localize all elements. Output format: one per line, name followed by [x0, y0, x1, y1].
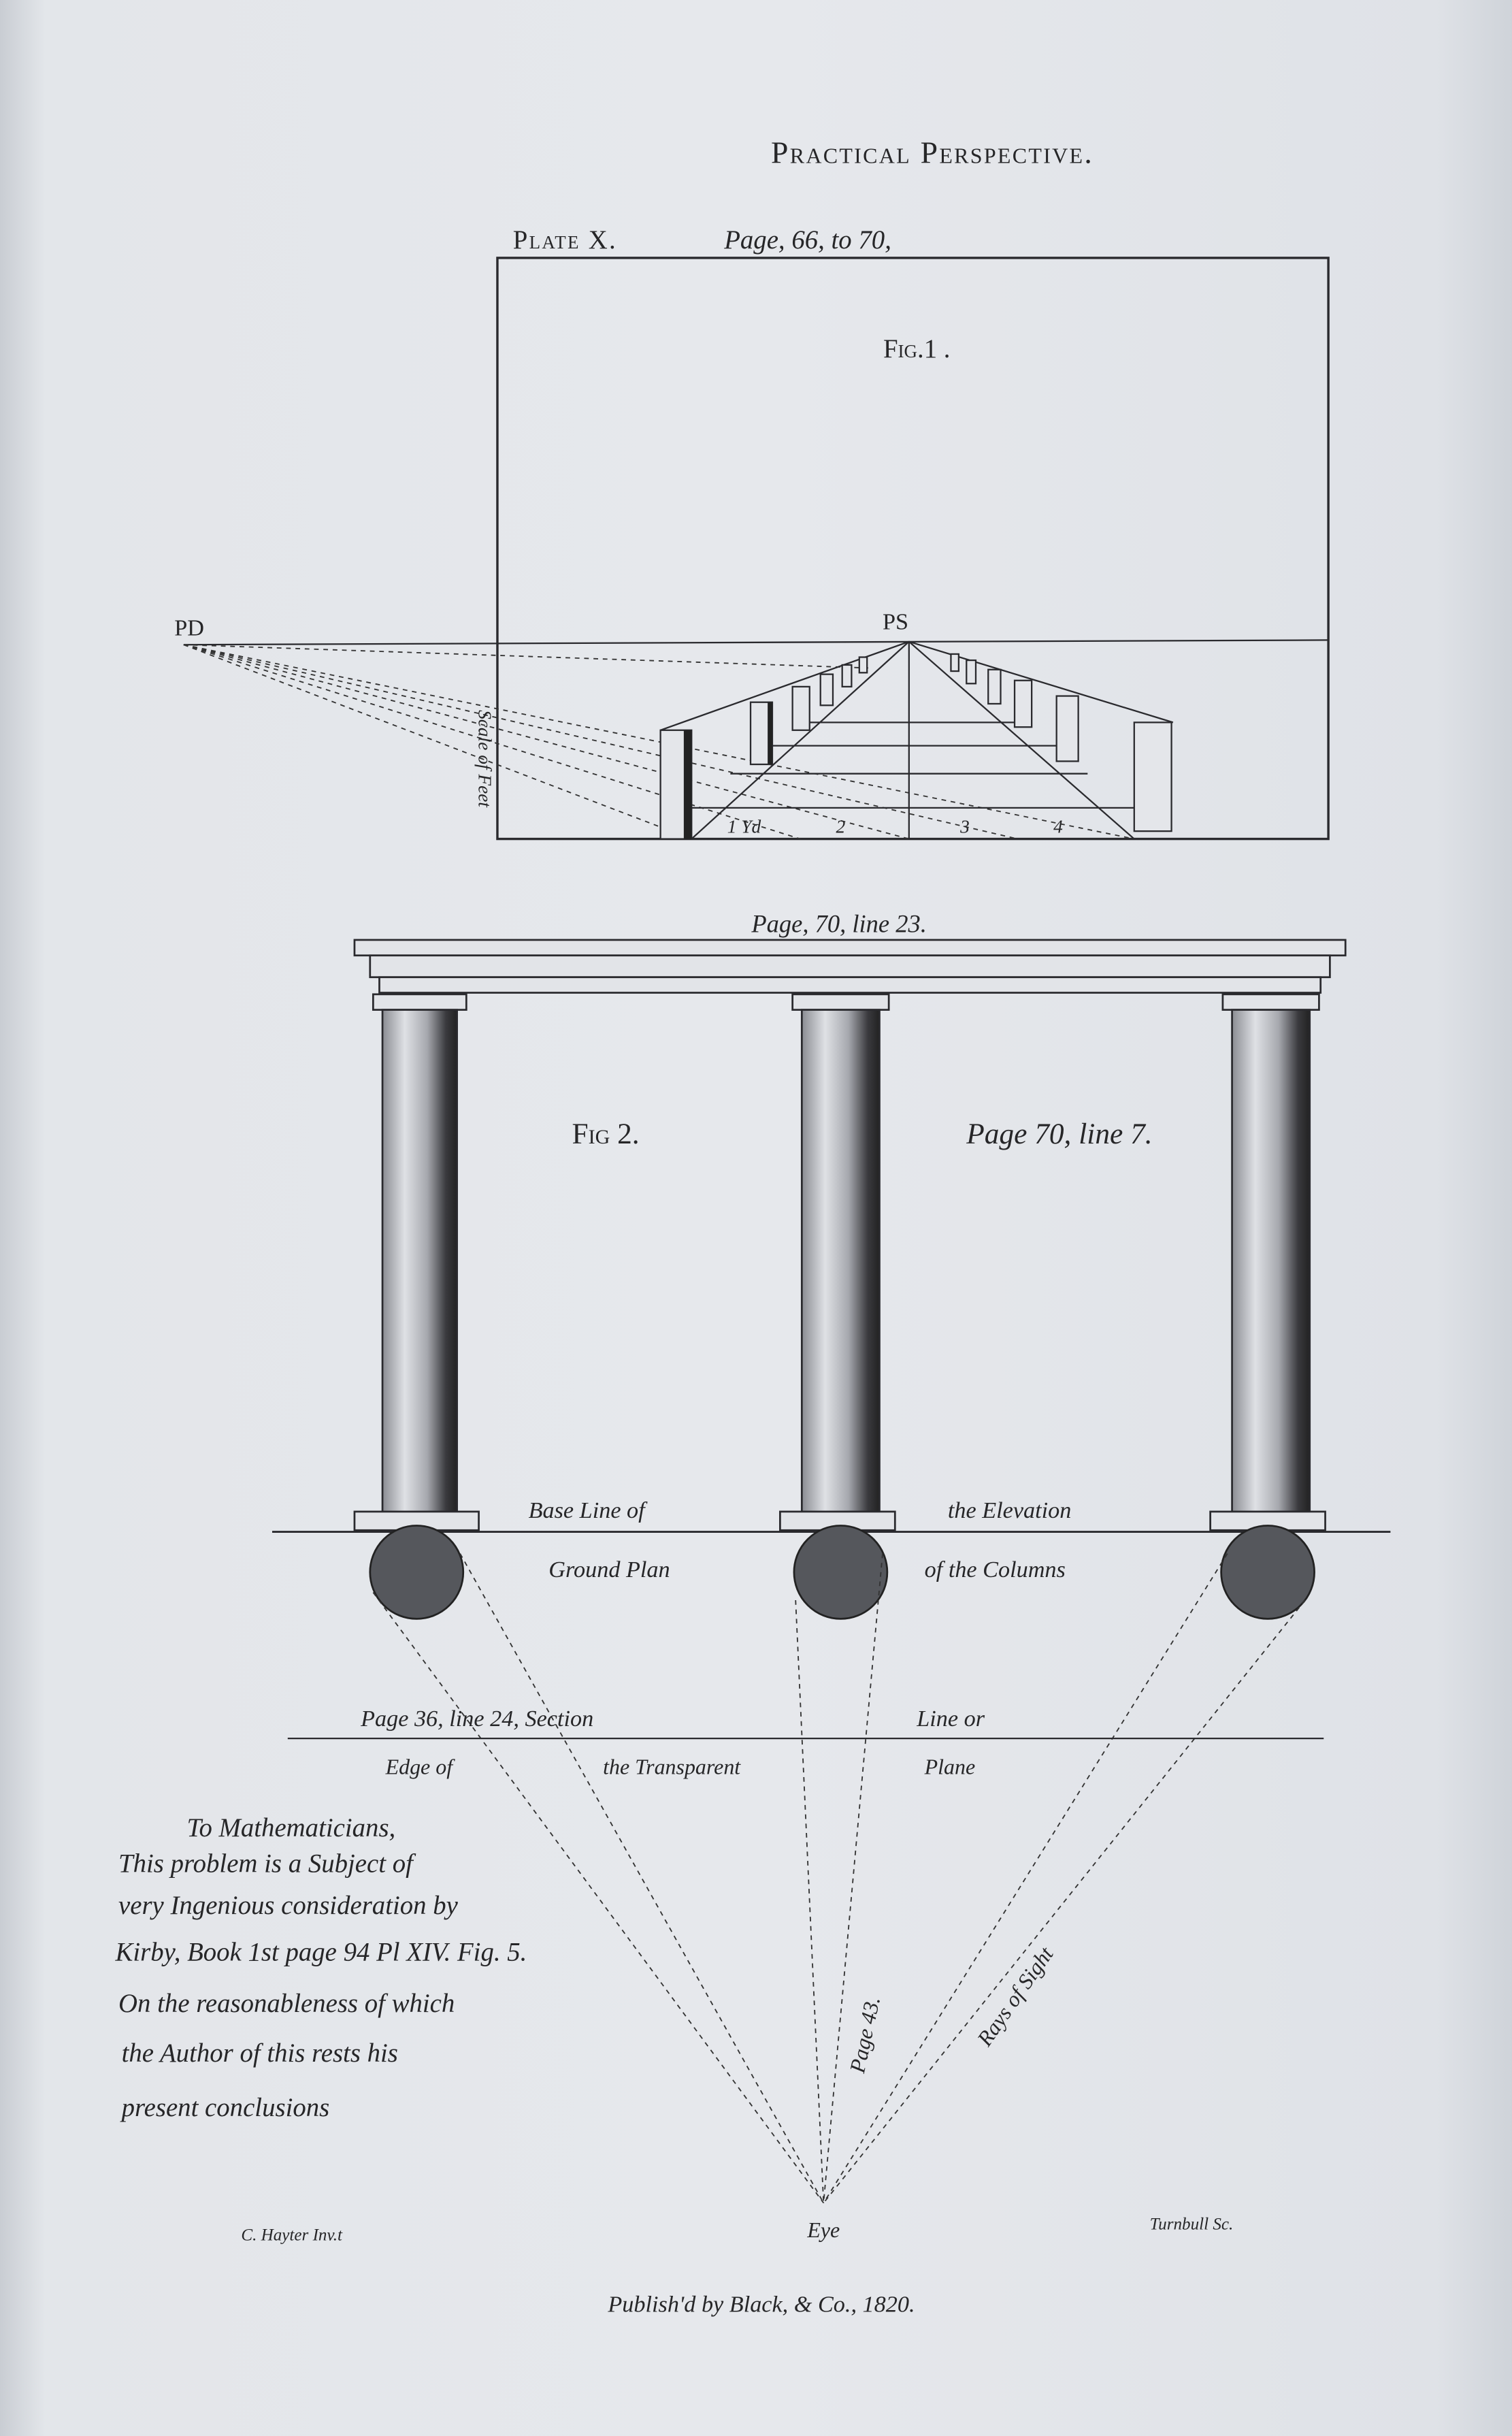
note-line: Kirby, Book 1st page 94 Pl XIV. Fig. 5.	[114, 1938, 527, 1967]
fig2-title: Fig 2.	[572, 1118, 640, 1150]
scale-mark-4: 4	[1053, 816, 1063, 837]
base-line-label-left: Base Line of	[529, 1497, 648, 1523]
note-line: the Author of this rests his	[122, 2039, 398, 2068]
column-left	[353, 993, 480, 1531]
ground-plan-label-right: of the Columns	[925, 1557, 1066, 1582]
figure-1: Fig.1 . PD PS Scale of Feet 1 Yd 2 3	[174, 257, 1330, 841]
edge-label-3: Plane	[924, 1755, 976, 1779]
note-line: present conclusions	[120, 2093, 330, 2122]
note-line: To Mathematicians,	[186, 1813, 395, 1842]
plate-pages: Page, 66, to 70,	[723, 225, 891, 255]
figure-2: Page, 70, line 23. Fig 2. Page 70, line …	[272, 910, 1391, 2242]
edge-label-1: Edge of	[385, 1755, 456, 1779]
section-label-2: Line or	[916, 1706, 985, 1732]
note-line: This problem is a Subject of	[118, 1849, 416, 1878]
publisher-line: Publish'd by Black, & Co., 1820.	[607, 2291, 915, 2317]
base-line-label-right: the Elevation	[948, 1497, 1072, 1523]
note-to-mathematicians: To Mathematicians, This problem is a Sub…	[114, 1813, 527, 2122]
fig2-right-reference: Page 70, line 7.	[966, 1118, 1152, 1150]
page-43-label: Page 43.	[845, 1994, 885, 2075]
column-plans	[369, 1525, 1315, 1620]
edge-label-2: the Transparent	[603, 1755, 741, 1779]
section-label-1: Page 36, line 24, Section	[360, 1706, 593, 1732]
vanishing-lines	[660, 640, 1174, 840]
fig1-frame	[496, 257, 1330, 841]
entablature	[353, 939, 1347, 994]
rays-of-sight-label: Rays of Sight	[972, 1942, 1059, 2051]
rays-of-sight	[372, 1553, 1306, 2204]
inventor-credit: C. Hayter Inv.t	[241, 2226, 343, 2244]
fig2-top-reference: Page, 70, line 23.	[751, 910, 927, 938]
distance-lines	[183, 644, 1134, 840]
note-line: very Ingenious consideration by	[118, 1891, 459, 1920]
page-title: Practical Perspective.	[771, 135, 1094, 170]
fig1-title: Fig.1 .	[883, 334, 951, 363]
engraver-credit: Turnbull Sc.	[1150, 2215, 1234, 2233]
horizon-line	[183, 639, 1329, 646]
eye-label: Eye	[806, 2218, 840, 2242]
ps-label: PS	[883, 608, 908, 634]
scale-mark-2: 2	[836, 816, 846, 837]
ground-plan-label-left: Ground Plan	[548, 1557, 670, 1582]
column-middle	[779, 993, 896, 1531]
column-right	[1209, 993, 1326, 1531]
pd-label: PD	[174, 615, 204, 641]
plate-number: Plate X.	[513, 225, 617, 255]
note-line: On the reasonableness of which	[118, 1989, 455, 2018]
scale-mark-1: 1 Yd	[727, 816, 761, 837]
scale-of-feet-label: Scale of Feet	[475, 710, 495, 808]
scale-mark-3: 3	[959, 816, 970, 837]
columns	[353, 993, 1326, 1531]
